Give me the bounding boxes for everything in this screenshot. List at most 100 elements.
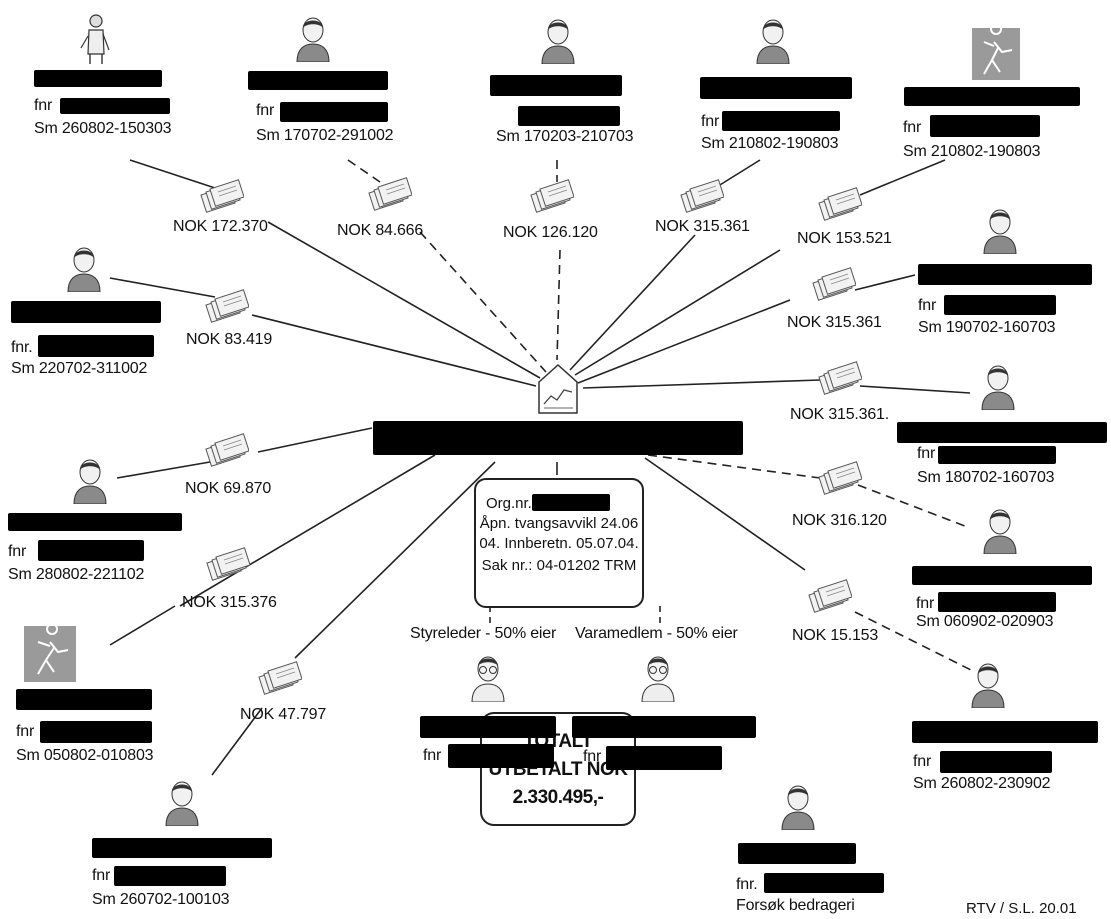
- fnr-redaction: [938, 592, 1056, 612]
- fnr-label: fnr: [903, 119, 922, 136]
- total-amount: 2.330.495,-: [512, 787, 604, 808]
- payment-amount-a2: NOK 84.666: [337, 222, 424, 239]
- company-info-box: Org.nr. Åpn. tvangsavvikl 24.06 04. Innb…: [474, 478, 644, 608]
- fnr-redaction: [944, 295, 1056, 315]
- sm-label: Sm 170702-291002: [256, 127, 394, 144]
- fnr-label: fnr: [917, 445, 936, 462]
- person-name-redaction: [897, 422, 1107, 443]
- org-nr-label: Org.nr.: [486, 495, 532, 512]
- role-deputy: Varamedlem - 50% eier: [575, 625, 738, 642]
- person-icon: [67, 247, 101, 292]
- glasses-person-icon: [641, 656, 675, 702]
- fnr-redaction: [38, 335, 154, 357]
- money-bills-icon: [200, 179, 244, 213]
- fnr-redaction: [606, 746, 722, 770]
- person-icon: [971, 663, 1005, 708]
- fnr-redaction: [280, 102, 388, 122]
- payment-amount-a3: NOK 126.120: [503, 224, 598, 241]
- person-icon: [981, 365, 1015, 410]
- person-name-redaction: [738, 843, 856, 864]
- fnr-label: fnr: [16, 723, 35, 740]
- fnr-redaction: [940, 751, 1052, 773]
- person-name-redaction: [700, 77, 852, 99]
- fnr-redaction: [114, 866, 226, 886]
- sm-label: Sm 220702-311002: [11, 360, 148, 377]
- payment-amount-a8: NOK 315.361.: [790, 406, 889, 423]
- sm-label: Sm 260802-150303: [34, 120, 172, 137]
- sm-label: Sm 210802-190803: [903, 143, 1041, 160]
- fnr-redaction: [930, 115, 1040, 137]
- sm-label: Sm 050802-010803: [16, 747, 154, 764]
- crime-note: Forsøk bedrageri: [736, 897, 855, 914]
- person-name-redaction: [420, 716, 556, 738]
- money-bills-icon: [258, 661, 302, 695]
- person-icon: [983, 209, 1017, 254]
- fnr-redaction: [448, 744, 554, 768]
- money-bills-icon: [812, 267, 856, 301]
- sm-label: Sm 260802-230902: [913, 775, 1051, 792]
- sm-label: Sm 190702-160703: [918, 319, 1056, 336]
- payment-amount-a11: NOK 315.376: [182, 594, 277, 611]
- fnr-label: fnr: [913, 753, 932, 770]
- fnr-redaction: [764, 873, 884, 893]
- money-bills-icon: [818, 461, 862, 495]
- payment-amount-a10: NOK 316.120: [792, 512, 887, 529]
- sm-label: Sm 180702-160703: [917, 469, 1055, 486]
- fnr-label: fnr: [583, 748, 602, 765]
- role-chairman: Styreleder - 50% eier: [410, 625, 557, 642]
- fnr-redaction: [38, 540, 144, 561]
- person-icon: [296, 17, 330, 62]
- payment-amount-a7: NOK 315.361: [787, 314, 882, 331]
- person-name-redaction: [912, 566, 1092, 585]
- body-outline-icon: [24, 626, 76, 682]
- payment-amount-a1: NOK 172.370: [173, 218, 268, 235]
- document-stamp: RTV / S.L. 20.01: [966, 900, 1077, 917]
- fnr-redaction: [40, 721, 152, 743]
- money-bills-icon: [808, 579, 852, 613]
- fnr-label: fnr: [92, 867, 111, 884]
- body-outline-icon: [972, 28, 1020, 80]
- fnr-label: fnr: [8, 543, 27, 560]
- person-name-redaction: [16, 689, 152, 710]
- person-icon: [756, 19, 790, 64]
- fnr-label: fnr: [34, 97, 53, 114]
- fnr-redaction: [60, 98, 170, 114]
- payment-amount-a4: NOK 315.361: [655, 218, 750, 235]
- fnr-label: fnr: [256, 102, 275, 119]
- glasses-person-icon: [471, 656, 505, 702]
- fnr-redaction: [938, 446, 1056, 464]
- money-bills-icon: [818, 187, 862, 221]
- money-bills-icon: [206, 547, 250, 581]
- person-name-redaction: [34, 70, 162, 87]
- fnr-label: fnr: [423, 747, 442, 764]
- fnr-label: fnr.: [736, 876, 758, 893]
- person-name-redaction: [904, 87, 1080, 106]
- money-bills-icon: [818, 361, 862, 395]
- sm-label: Sm 170203-210703: [496, 128, 634, 145]
- sm-label: Sm 260702-100103: [92, 891, 230, 908]
- fnr-label: fnr: [918, 297, 937, 314]
- fnr-label: fnr: [701, 113, 720, 130]
- money-bills-icon: [530, 179, 574, 213]
- payment-amount-a6: NOK 83.419: [186, 331, 273, 348]
- company-name-redaction: [373, 421, 743, 455]
- company-building-chart-icon: [538, 363, 578, 414]
- person-icon: [165, 781, 199, 826]
- person-icon: [781, 785, 815, 830]
- fnr-label: fnr.: [11, 339, 33, 356]
- person-icon: [73, 459, 107, 504]
- person-icon: [541, 19, 575, 64]
- money-bills-icon: [680, 179, 724, 213]
- money-bills-icon: [368, 177, 412, 211]
- person-name-redaction: [248, 71, 388, 90]
- person-name-redaction: [572, 716, 756, 738]
- person-name-redaction: [918, 264, 1092, 285]
- person-name-redaction: [912, 721, 1098, 743]
- payment-amount-a5: NOK 153.521: [797, 230, 892, 247]
- info-line-1: Åpn. tvangsavvikl 24.06: [479, 515, 639, 532]
- fnr-label: fnr: [916, 595, 935, 612]
- payment-amount-a13: NOK 47.797: [240, 706, 327, 723]
- sm-label: Sm 280802-221102: [8, 566, 145, 583]
- fnr-redaction: [722, 111, 840, 131]
